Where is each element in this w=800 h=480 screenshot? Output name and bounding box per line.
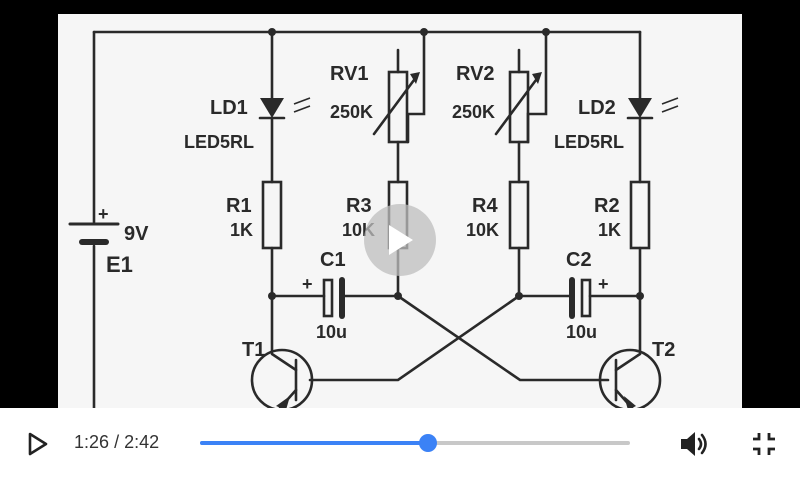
r2-resistor (629, 180, 651, 250)
t2-transistor (598, 348, 662, 408)
rv2-value-label: 250K (452, 102, 495, 122)
volume-button[interactable] (676, 428, 712, 460)
battery-plus-label: + (98, 204, 109, 224)
r1-resistor (261, 180, 283, 250)
rv2-arrow (532, 72, 542, 84)
r2-label: R2 (594, 195, 620, 217)
c1-plate-left (322, 278, 334, 318)
t2-collector (614, 352, 642, 372)
led1-light-arrow (293, 97, 311, 105)
t1-emitter-arrow (276, 396, 290, 408)
led2-part-label: LED5RL (554, 132, 624, 152)
c1-value-label: 10u (316, 322, 347, 342)
volume-icon (681, 432, 707, 456)
t1-label: T1 (242, 339, 265, 361)
play-icon (28, 432, 48, 456)
t1-transistor (250, 348, 314, 408)
led1-part-label: LED5RL (184, 132, 254, 152)
c1-label: C1 (320, 249, 346, 271)
c2-plus-label: + (598, 274, 609, 294)
r1-label: R1 (226, 195, 252, 217)
cross-wire-2 (308, 294, 521, 382)
led2-light-arrow (661, 97, 679, 105)
big-play-button[interactable] (364, 204, 436, 276)
t2-emitter-arrow (624, 396, 636, 408)
led1-label: LD1 (210, 97, 248, 119)
fullscreen-button[interactable] (748, 428, 780, 460)
junction-dot (268, 28, 276, 36)
junction-dot (420, 28, 428, 36)
progress-bar[interactable] (200, 434, 630, 452)
video-frame[interactable]: + 9V E1 LD1 LED5RL LD2 LED5RL RV1 250K R… (0, 0, 800, 408)
play-overlay-icon (389, 225, 413, 255)
led1-light-arrow (293, 105, 311, 113)
current-time: 1:26 (74, 432, 110, 452)
rv2-potentiometer (508, 70, 530, 144)
exit-fullscreen-icon (753, 433, 775, 455)
led2-light-arrow (661, 105, 679, 113)
rv1-value-label: 250K (330, 102, 373, 122)
rv1-wiper (372, 78, 416, 136)
player-controls-bar: 1:26 / 2:42 (0, 408, 800, 480)
t1-collector (270, 352, 298, 372)
junction-dot (394, 292, 402, 300)
battery-value-label: 9V (124, 223, 149, 245)
c1-plus-label: + (302, 274, 313, 294)
r4-label: R4 (472, 195, 498, 217)
junction-dot (542, 28, 550, 36)
rv2-label: RV2 (456, 63, 495, 85)
play-button[interactable] (22, 428, 54, 460)
r2-value-label: 1K (598, 220, 621, 240)
r4-value-label: 10K (466, 220, 499, 240)
rv2-wiper (494, 78, 538, 136)
time-separator: / (114, 432, 125, 452)
progress-fill (200, 441, 428, 445)
rv1-potentiometer (387, 70, 409, 144)
rv1-label: RV1 (330, 63, 369, 85)
time-display: 1:26 / 2:42 (74, 432, 159, 453)
c2-plate-right (580, 278, 592, 318)
cross-wire-1 (396, 294, 610, 382)
r1-value-label: 1K (230, 220, 253, 240)
rv1-arrow (410, 72, 420, 84)
led2-label: LD2 (578, 97, 616, 119)
junction-dot (268, 292, 276, 300)
t2-label: T2 (652, 339, 675, 361)
junction-dot (636, 292, 644, 300)
circuit-schematic: + 9V E1 LD1 LED5RL LD2 LED5RL RV1 250K R… (58, 14, 742, 408)
led2-triangle (628, 98, 652, 118)
c2-label: C2 (566, 249, 592, 271)
r4-resistor (508, 180, 530, 250)
duration: 2:42 (124, 432, 160, 452)
led1-triangle (260, 98, 284, 118)
c2-value-label: 10u (566, 322, 597, 342)
junction-dot (515, 292, 523, 300)
battery-label: E1 (106, 252, 133, 277)
progress-scrubber[interactable] (418, 434, 437, 452)
schematic-drawing: + 9V E1 LD1 LED5RL LD2 LED5RL RV1 250K R… (68, 28, 679, 408)
r3-label: R3 (346, 195, 372, 217)
